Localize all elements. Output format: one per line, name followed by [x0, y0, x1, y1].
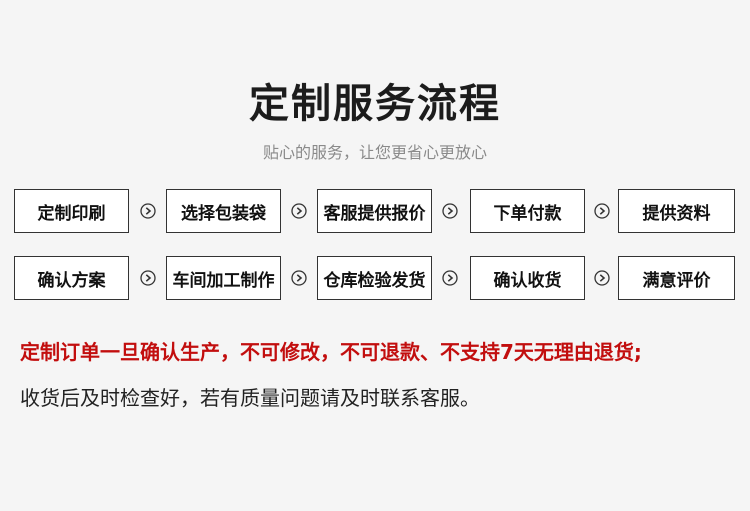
- step-production: 车间加工制作: [166, 256, 281, 300]
- circle-arrow-right-icon: [442, 270, 458, 286]
- circle-arrow-right-icon: [140, 270, 156, 286]
- notice-line-1: 定制订单一旦确认生产，不可修改，不可退款、不支持7天无理由退货;: [20, 340, 642, 364]
- step-confirm-plan: 确认方案: [14, 256, 129, 300]
- circle-arrow-right-icon: [594, 203, 610, 219]
- step-order-pay: 下单付款: [470, 189, 585, 233]
- process-row-2: 确认方案 车间加工制作 仓库检验发货 确认收货 满意评价: [14, 256, 736, 302]
- step-custom-print: 定制印刷: [14, 189, 129, 233]
- step-choose-bag: 选择包装袋: [166, 189, 281, 233]
- page-subtitle: 贴心的服务，让您更省心更放心: [262, 143, 487, 162]
- circle-arrow-right-icon: [140, 203, 156, 219]
- notice-line-2: 收货后及时检查好，若有质量问题请及时联系客服。: [20, 386, 480, 410]
- step-confirm-receipt: 确认收货: [470, 256, 585, 300]
- circle-arrow-right-icon: [291, 203, 307, 219]
- circle-arrow-right-icon: [291, 270, 307, 286]
- step-review: 满意评价: [618, 256, 735, 300]
- step-quote: 客服提供报价: [317, 189, 432, 233]
- process-row-1: 定制印刷 选择包装袋 客服提供报价 下单付款 提供资料: [14, 189, 736, 235]
- circle-arrow-right-icon: [442, 203, 458, 219]
- page-title: 定制服务流程: [249, 81, 501, 127]
- circle-arrow-right-icon: [594, 270, 610, 286]
- step-inspect-ship: 仓库检验发货: [317, 256, 432, 300]
- step-provide-materials: 提供资料: [618, 189, 735, 233]
